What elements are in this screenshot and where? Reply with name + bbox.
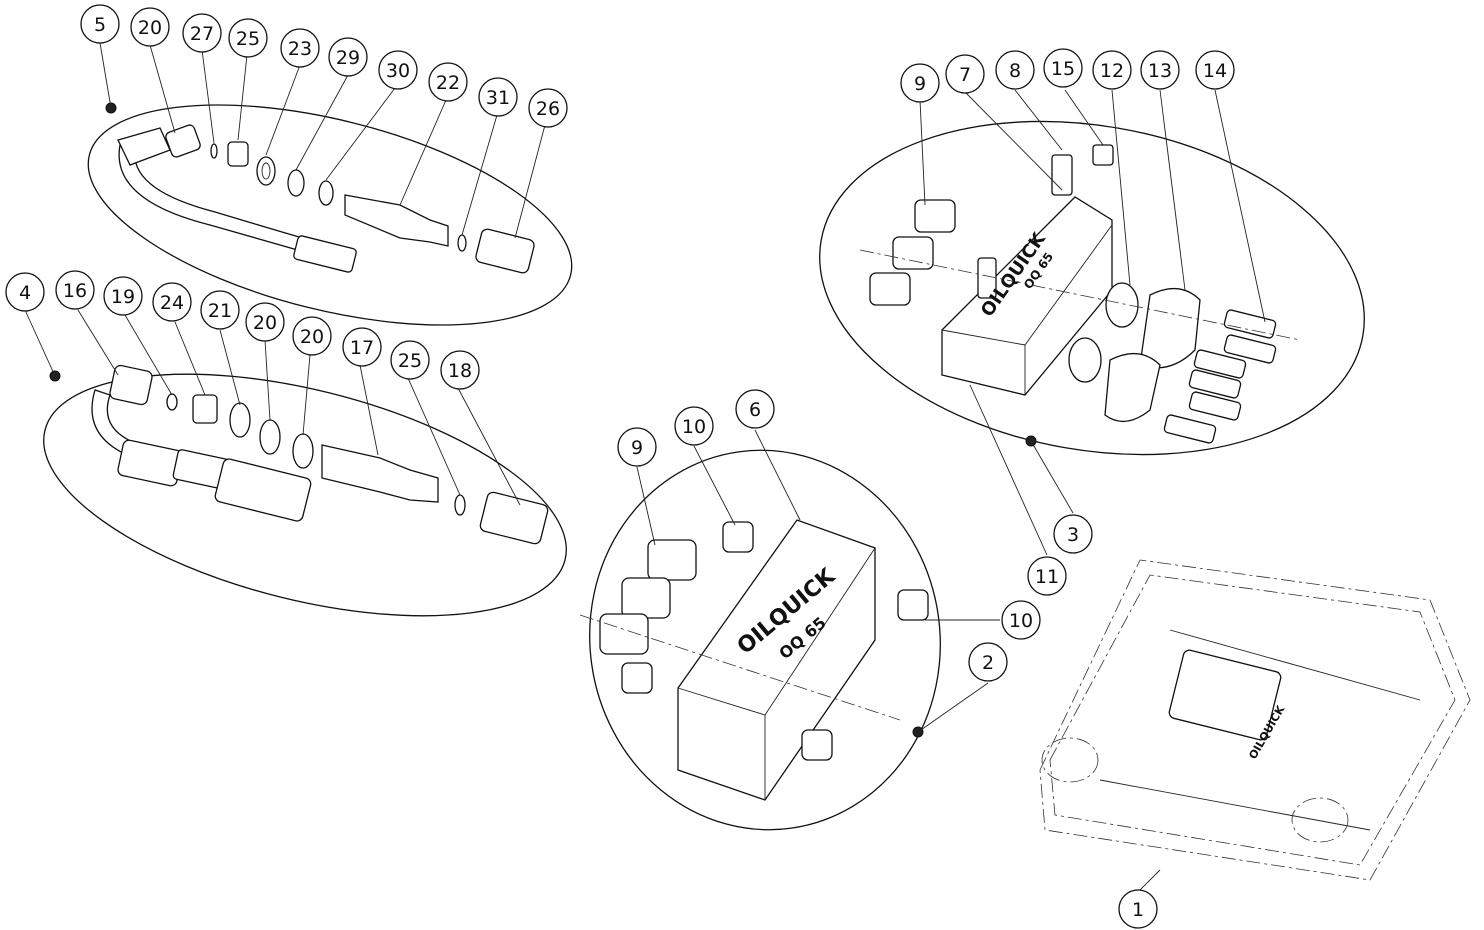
callout-31: 31 (478, 77, 518, 117)
callout-15: 15 (1043, 48, 1083, 88)
callout-9-center: 9 (617, 427, 657, 467)
callout-16: 16 (55, 270, 95, 310)
callout-9-upper: 9 (900, 63, 940, 103)
assembly-group-4 (43, 364, 567, 617)
callout-20a: 20 (245, 302, 285, 342)
svg-text:2: 2 (982, 652, 994, 674)
svg-text:29: 29 (336, 47, 360, 69)
svg-text:27: 27 (190, 23, 214, 45)
assembly-group-5 (87, 102, 573, 326)
callout-18: 18 (440, 350, 480, 390)
assembly-group-3 (819, 120, 1365, 456)
callout-24: 20 (130, 7, 170, 47)
svg-text:10: 10 (682, 416, 706, 438)
callout-7: 7 (945, 54, 985, 94)
callout-25: 22 (428, 62, 468, 102)
svg-text:24: 24 (160, 292, 184, 314)
callout-bubbles: 5 20 27 25 23 29 30 22 31 26 4 16 19 24 … (5, 4, 1235, 929)
svg-text:26: 26 (536, 98, 560, 120)
callout-2: 2 (968, 642, 1008, 682)
svg-text:3: 3 (1067, 524, 1079, 546)
svg-text:15: 15 (1051, 58, 1075, 80)
svg-text:31: 31 (486, 87, 510, 109)
callout-30b: 30 (378, 50, 418, 90)
svg-text:6: 6 (749, 399, 761, 421)
assembly-group-1-coupler: OILQUICK (1039, 559, 1471, 881)
callout-19: 19 (103, 276, 143, 316)
callout-1: 1 (1118, 889, 1158, 929)
callout-28: 26 (528, 88, 568, 128)
svg-text:21: 21 (208, 300, 232, 322)
svg-text:19: 19 (111, 286, 135, 308)
callout-4: 4 (5, 272, 45, 312)
callout-14: 14 (1195, 50, 1235, 90)
svg-text:17: 17 (350, 337, 374, 359)
svg-text:9: 9 (914, 73, 926, 95)
svg-text:12: 12 (1100, 60, 1124, 82)
callout-6: 6 (735, 389, 775, 429)
callout-23: 25 (390, 340, 430, 380)
callout-12: 12 (1092, 50, 1132, 90)
svg-text:5: 5 (94, 14, 106, 36)
svg-text:20: 20 (138, 17, 162, 39)
svg-text:11: 11 (1035, 566, 1059, 588)
callout-10-top: 10 (674, 406, 714, 446)
callout-5: 5 (80, 4, 120, 44)
leader-lines (24, 42, 1266, 891)
svg-text:1: 1 (1132, 899, 1144, 921)
svg-text:20: 20 (300, 326, 324, 348)
callout-21: 21 (200, 290, 240, 330)
svg-text:16: 16 (63, 280, 87, 302)
svg-text:20: 20 (253, 312, 277, 334)
svg-text:10: 10 (1009, 610, 1033, 632)
callout-26: 23 (280, 28, 320, 68)
callout-3: 3 (1053, 514, 1093, 554)
callout-29: 27 (182, 13, 222, 53)
svg-text:25: 25 (398, 350, 422, 372)
fittings-9-left (599, 539, 697, 655)
svg-text:7: 7 (959, 64, 971, 86)
adapter-fittings-left (869, 199, 956, 306)
assembly-group-2 (579, 449, 941, 831)
callout-27: 25 (228, 18, 268, 58)
callout-22: 24 (152, 282, 192, 322)
svg-text:22: 22 (436, 72, 460, 94)
callout-8: 8 (995, 50, 1035, 90)
callout-13: 13 (1140, 50, 1180, 90)
callout-20b: 20 (292, 316, 332, 356)
svg-text:30: 30 (386, 60, 410, 82)
svg-text:14: 14 (1203, 60, 1227, 82)
svg-text:23: 23 (288, 38, 312, 60)
svg-text:25: 25 (236, 28, 260, 50)
svg-text:13: 13 (1148, 60, 1172, 82)
cap-screws-14 (1163, 309, 1277, 444)
callout-17: 17 (342, 327, 382, 367)
callout-30a: 29 (328, 37, 368, 77)
svg-text:18: 18 (448, 360, 472, 382)
svg-text:8: 8 (1009, 60, 1021, 82)
callout-11: 11 (1027, 556, 1067, 596)
callout-10-right: 10 (1001, 600, 1041, 640)
svg-text:4: 4 (19, 282, 31, 304)
svg-text:9: 9 (631, 437, 643, 459)
